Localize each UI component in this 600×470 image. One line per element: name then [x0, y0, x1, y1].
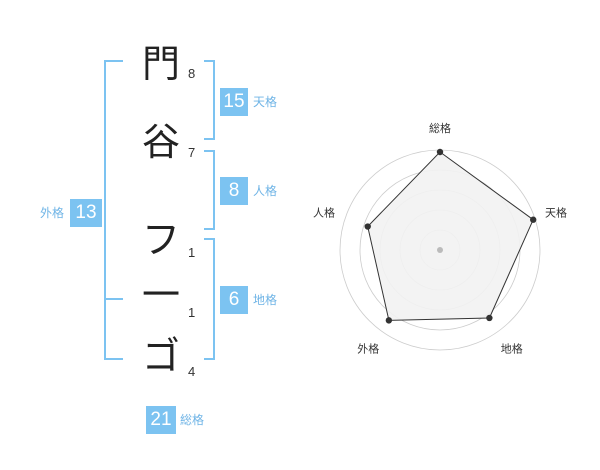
radar-point — [530, 216, 537, 223]
gaikaku-value: 13 — [70, 199, 102, 227]
stroke-count-3: 1 — [188, 245, 196, 260]
chikaku-label: 地格 — [253, 293, 278, 307]
jinkaku-label: 人格 — [253, 184, 278, 198]
radar-label-soukaku: 総格 — [429, 121, 451, 135]
radar-point — [385, 317, 393, 324]
name-char-3: フ — [141, 218, 180, 262]
jinkaku-bracket — [204, 150, 215, 230]
stroke-count-5: 4 — [188, 364, 196, 379]
radar-point — [486, 314, 493, 322]
radar-label-tenkaku: 天格 — [545, 205, 567, 219]
bracket-divider — [104, 298, 123, 300]
radar-label-gaikaku: 外格 — [357, 342, 379, 356]
name-char-1: 門 — [141, 42, 180, 86]
radar-center-dot — [437, 247, 443, 253]
radar-point — [364, 223, 371, 230]
gaikaku-bracket — [104, 60, 123, 360]
chikaku-value: 6 — [220, 286, 248, 314]
tenkaku-value: 15 — [220, 88, 248, 116]
stroke-count-2: 7 — [188, 145, 196, 160]
name-char-2: 谷 — [141, 120, 180, 164]
radar-label-chikaku: 地格 — [501, 342, 523, 356]
tenkaku-bracket — [204, 60, 215, 140]
name-char-5: ゴ — [141, 334, 180, 378]
radar-label-jinkaku: 人格 — [313, 205, 335, 219]
chikaku-bracket — [204, 238, 215, 360]
radar-point — [436, 148, 444, 156]
gaikaku-label: 外格 — [40, 206, 65, 220]
soukaku-value: 21 — [146, 406, 176, 434]
name-char-4: 一 — [141, 273, 180, 317]
radar-polygon — [367, 151, 534, 321]
radar-points — [364, 148, 537, 324]
tenkaku-label: 天格 — [253, 95, 278, 109]
stroke-count-4: 1 — [188, 305, 196, 320]
soukaku-label: 総格 — [180, 413, 205, 427]
jinkaku-value: 8 — [220, 177, 248, 205]
stroke-count-1: 8 — [188, 66, 196, 81]
